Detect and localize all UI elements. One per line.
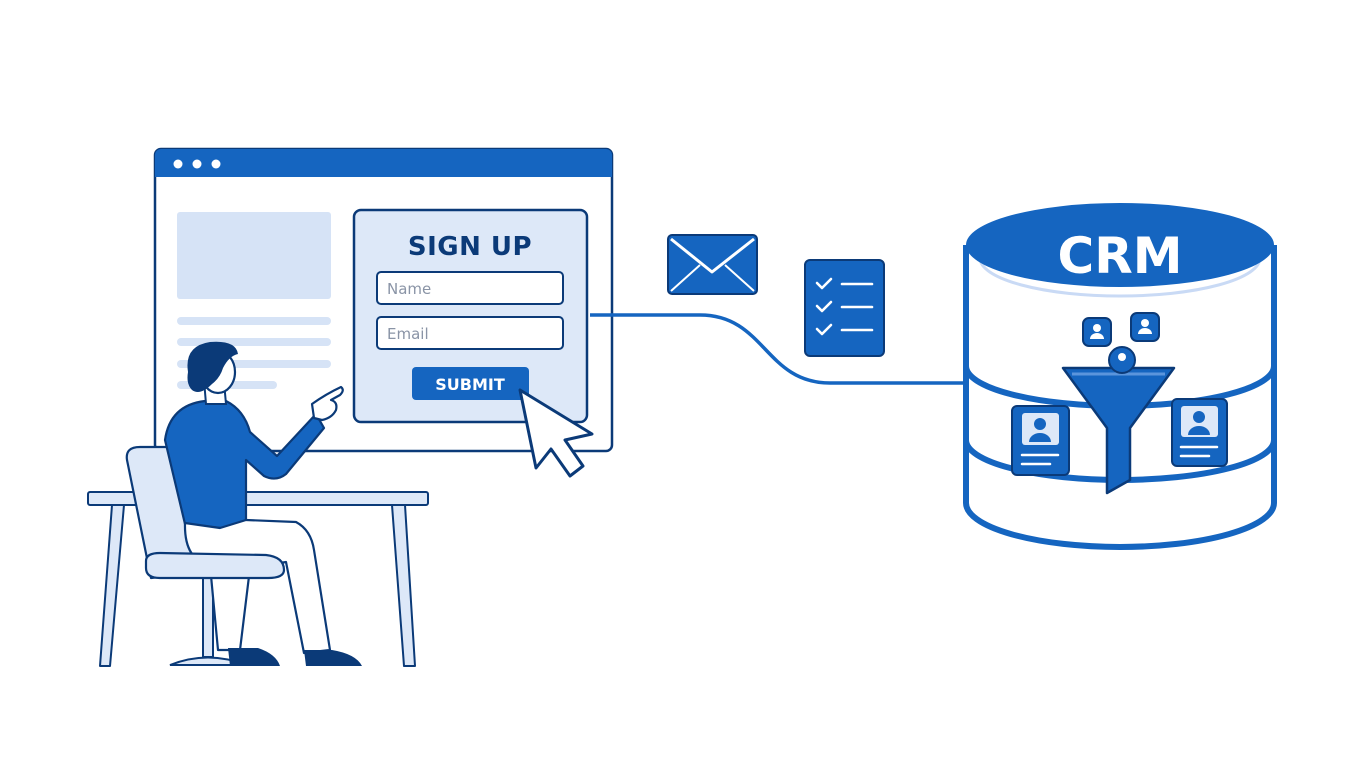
cursor-arrow-icon	[518, 388, 594, 478]
submit-label: SUBMIT	[435, 375, 505, 394]
contact-bubble-icon	[1082, 317, 1112, 347]
form-title: SIGN UP	[408, 232, 532, 262]
contact-card-icon	[1011, 405, 1070, 476]
window-dot	[173, 159, 183, 169]
name-field[interactable]: Name	[376, 271, 564, 305]
email-placeholder: Email	[387, 325, 429, 343]
funnel-icon	[1061, 366, 1176, 495]
checklist-icon	[804, 259, 885, 357]
crm-label: CRM	[1058, 227, 1183, 285]
contact-card-icon	[1171, 398, 1228, 467]
contact-bubble-icon	[1108, 346, 1136, 374]
name-placeholder: Name	[387, 280, 431, 298]
chair-seat	[144, 551, 286, 580]
window-dot	[211, 159, 221, 169]
content-image-placeholder	[177, 212, 331, 299]
envelope-icon	[667, 234, 758, 295]
email-field[interactable]: Email	[376, 316, 564, 350]
content-line	[177, 317, 331, 325]
person-figure	[125, 341, 362, 666]
submit-button[interactable]: SUBMIT	[412, 367, 529, 400]
window-dot	[192, 159, 202, 169]
data-flow-connector	[590, 313, 966, 385]
contact-bubble-icon	[1130, 312, 1160, 342]
signup-form: SIGN UP Name Email SUBMIT	[352, 208, 589, 424]
